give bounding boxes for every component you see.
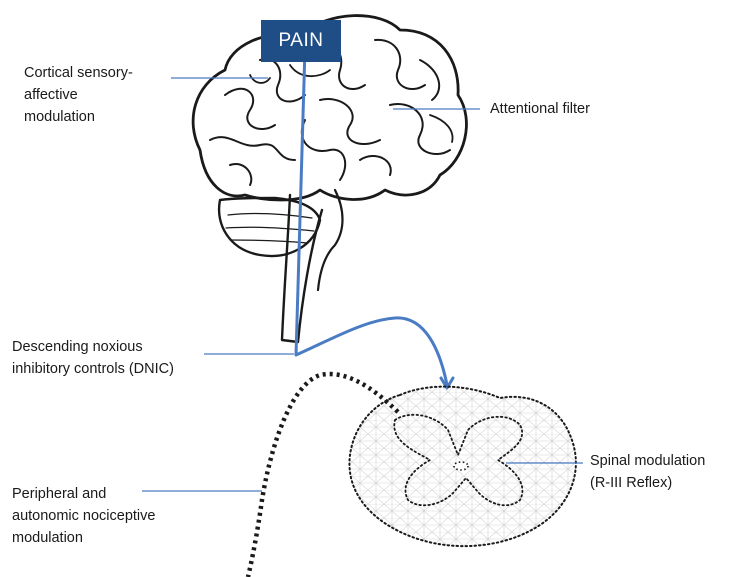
label-line: (R-III Reflex): [590, 472, 705, 494]
label-peripheral-modulation: Peripheral and autonomic nociceptive mod…: [12, 483, 155, 549]
label-line: autonomic nociceptive: [12, 505, 155, 527]
label-line: Attentional filter: [490, 98, 590, 120]
brain-illustration: [193, 16, 466, 342]
label-line: Spinal modulation: [590, 450, 705, 472]
label-line: modulation: [12, 527, 155, 549]
label-dnic: Descending noxious inhibitory controls (…: [12, 336, 174, 380]
label-attentional-filter: Attentional filter: [490, 98, 590, 120]
label-line: Peripheral and: [12, 483, 155, 505]
label-line: Cortical sensory-: [24, 62, 133, 84]
central-canal: [454, 462, 468, 470]
spinal-cord-section: [349, 387, 575, 546]
label-line: modulation: [24, 106, 133, 128]
label-line: inhibitory controls (DNIC): [12, 358, 174, 380]
label-spinal-modulation: Spinal modulation (R-III Reflex): [590, 450, 705, 494]
label-line: affective: [24, 84, 133, 106]
label-line: Descending noxious: [12, 336, 174, 358]
label-cortical-modulation: Cortical sensory- affective modulation: [24, 62, 133, 128]
pain-title-box: PAIN: [261, 20, 341, 62]
